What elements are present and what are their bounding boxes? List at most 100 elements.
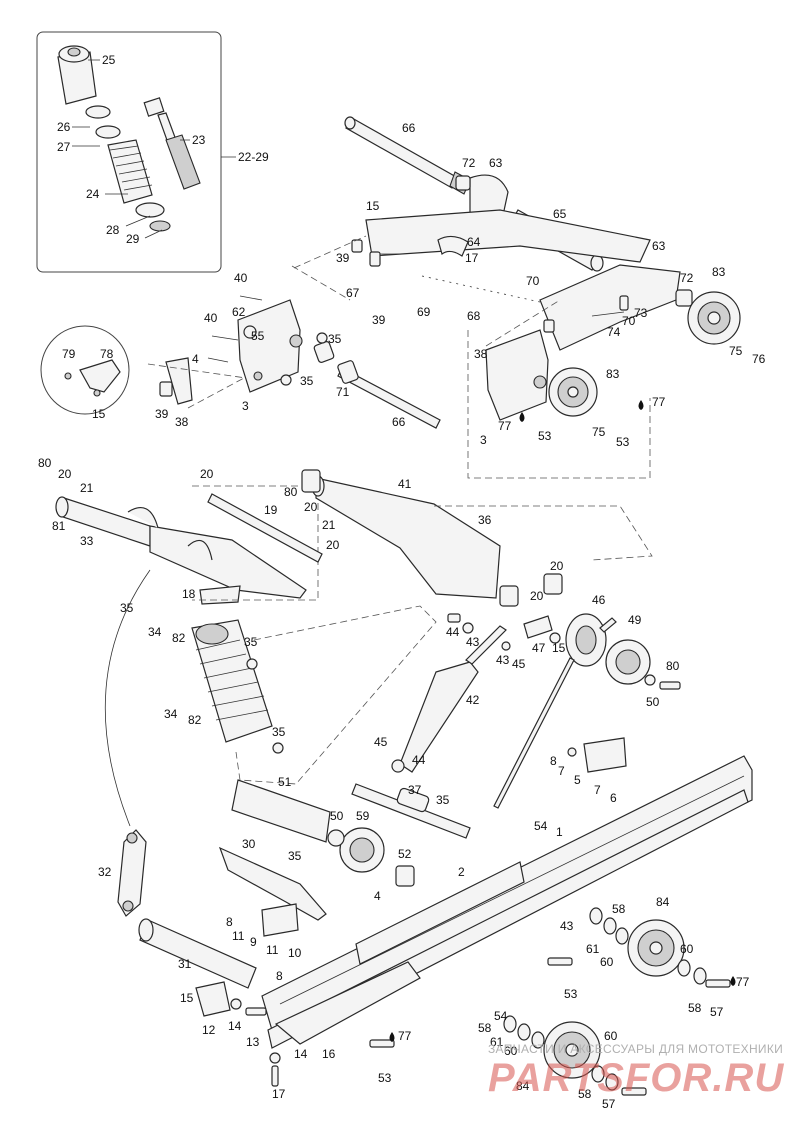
callout-80: 80: [38, 456, 52, 470]
callout-58: 58: [612, 902, 626, 916]
callout-7: 7: [558, 764, 565, 778]
shock-absorber-part: [143, 97, 201, 190]
callout-7: 7: [594, 783, 601, 797]
callout-30: 30: [242, 837, 256, 851]
callout-38: 38: [474, 347, 488, 361]
callout-67: 67: [346, 286, 360, 300]
callout-75: 75: [729, 344, 743, 358]
ring-part: [95, 125, 121, 139]
callout-18: 18: [182, 587, 196, 601]
callout-74: 74: [607, 325, 621, 339]
callout-39: 39: [155, 407, 169, 421]
callout-72: 72: [680, 271, 694, 285]
right-bracket-part: [485, 329, 549, 421]
lower-wheel-84-part: [543, 919, 685, 1079]
callout-62: 62: [232, 305, 246, 319]
spring-part: [107, 139, 153, 204]
callout-82: 82: [172, 631, 186, 645]
callout-39: 39: [336, 251, 350, 265]
callout-50: 50: [646, 695, 660, 709]
callout-5: 5: [574, 773, 581, 787]
callout-43: 43: [496, 653, 510, 667]
shock-cover-part: [57, 45, 97, 105]
callout-35: 35: [436, 793, 450, 807]
callout-38: 38: [175, 415, 189, 429]
callout-77: 77: [652, 395, 666, 409]
callout-77: 77: [498, 419, 512, 433]
callout-12: 12: [202, 1023, 216, 1037]
rear-shock-spring-part: [191, 619, 284, 754]
callout-4: 4: [374, 889, 381, 903]
callout-44: 44: [412, 753, 426, 767]
wheel-49-part: [605, 639, 651, 685]
callout-78: 78: [100, 347, 114, 361]
callout-66: 66: [402, 121, 416, 135]
callout-35: 35: [328, 332, 342, 346]
callout-37: 37: [408, 783, 422, 797]
left-bracket-part: [237, 299, 303, 393]
callout-13: 13: [246, 1035, 260, 1049]
damper-part: [391, 625, 507, 773]
callout-2: 2: [458, 865, 465, 879]
callout-27: 27: [57, 140, 71, 154]
grease-drop-icon: [519, 412, 525, 422]
callout-60: 60: [680, 942, 694, 956]
callout-20: 20: [530, 589, 544, 603]
callout-60: 60: [504, 1044, 518, 1058]
callout-80: 80: [284, 485, 298, 499]
callout-60: 60: [600, 955, 614, 969]
callout-9: 9: [250, 935, 257, 949]
callout-4: 4: [192, 352, 199, 366]
callout-75: 75: [592, 425, 606, 439]
callout-35: 35: [244, 635, 258, 649]
callout-58: 58: [578, 1087, 592, 1101]
idler-wheel-part: [548, 291, 741, 417]
bracket-9-part: [261, 903, 299, 937]
callout-66: 66: [392, 415, 406, 429]
callout-20: 20: [200, 467, 214, 481]
wheel-59-part: [327, 827, 385, 873]
callout-84: 84: [516, 1079, 530, 1093]
callout-8: 8: [550, 754, 557, 768]
watermark-tagline: ЗАПЧАСТИ И АКСЕССУАРЫ ДЛЯ МОТОТЕХНИКИ: [488, 1042, 784, 1056]
callout-53: 53: [616, 435, 630, 449]
callout-65: 65: [553, 207, 567, 221]
callout-8: 8: [226, 915, 233, 929]
detail-circle-inset: [40, 325, 130, 415]
callout-20: 20: [326, 538, 340, 552]
ring-part: [85, 105, 111, 119]
callout-15: 15: [92, 407, 106, 421]
callout-81: 81: [52, 519, 66, 533]
watermark-logo-suffix: .RU: [712, 1056, 785, 1100]
callout-53: 53: [564, 987, 578, 1001]
callout-40: 40: [234, 271, 248, 285]
spring-seat-part: [135, 202, 165, 218]
rod-part: [207, 493, 323, 563]
bracket-5-part: [567, 737, 627, 773]
callout-45: 45: [512, 657, 526, 671]
callout-46: 46: [592, 593, 606, 607]
grease-drop-icons: [389, 400, 736, 1042]
callout-59: 59: [356, 809, 370, 823]
link-32-part: [117, 829, 147, 917]
callout-15: 15: [366, 199, 380, 213]
callout-50: 50: [330, 809, 344, 823]
callout-28: 28: [106, 223, 120, 237]
watermark-logo-main: PARTSFOR: [488, 1056, 713, 1100]
slide-rail-part: [261, 755, 753, 1049]
bracket-30-part: [218, 846, 415, 921]
callout-76: 76: [752, 352, 766, 366]
callout-69: 69: [417, 305, 431, 319]
callout-21: 21: [80, 481, 94, 495]
callout-47: 47: [532, 641, 546, 655]
callout-20: 20: [304, 500, 318, 514]
callout-16: 16: [322, 1047, 336, 1061]
callout-10: 10: [288, 946, 302, 960]
callout-24: 24: [86, 187, 100, 201]
callout-34: 34: [148, 625, 162, 639]
callout-15: 15: [180, 991, 194, 1005]
callout-58: 58: [688, 1001, 702, 1015]
upper-axle-assembly: [344, 116, 651, 272]
callout-3: 3: [480, 433, 487, 447]
